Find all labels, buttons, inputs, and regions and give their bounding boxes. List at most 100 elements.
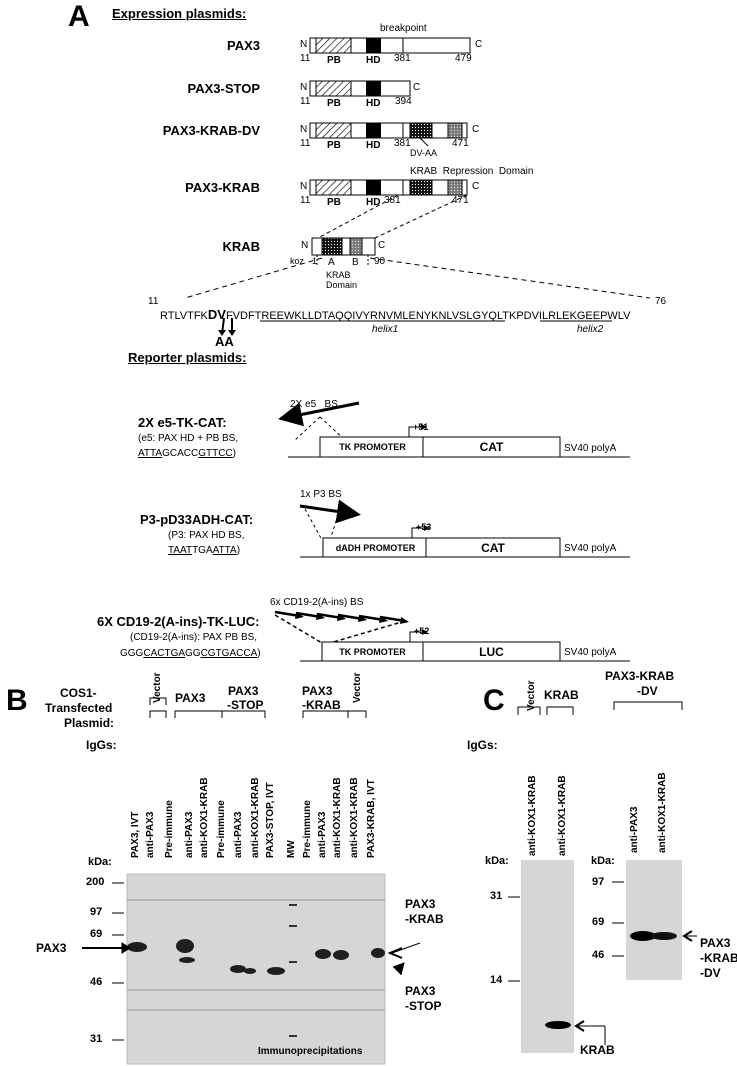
reporter-2x-e5-diagram (278, 401, 630, 458)
krab-domain-label-2: Domain (326, 280, 358, 290)
helix2-label: helix2 (577, 324, 604, 335)
sequence-annotations (218, 317, 612, 336)
marker-c-69: 69 (592, 916, 605, 928)
construct-pax3-krab-dv-name: PAX3-KRAB-DV (162, 123, 260, 138)
b-label: B (352, 257, 359, 268)
seq-mid1: FVDFT (225, 310, 262, 322)
a-label: A (328, 257, 335, 268)
group-c-pax3-krab-dv-2: -DV (637, 684, 658, 698)
n-label: N (300, 39, 308, 50)
igg-label-b: IgGs: (86, 738, 117, 752)
immunoprecipitations-label: Immunoprecipitations (258, 1046, 363, 1057)
reporter3-gene: LUC (479, 645, 504, 659)
reporter1-promoter: TK PROMOTER (339, 442, 406, 452)
hd-label: HD (366, 140, 381, 151)
pb-label: PB (327, 140, 341, 151)
construct-pax3-stop-diagram (309, 80, 411, 97)
pos-381: 381 (394, 53, 411, 64)
lane-b-7: anti-PAX3 (233, 811, 244, 859)
panel-c-letter: C (483, 684, 505, 717)
group-pax3-stop-2: -STOP (227, 698, 264, 712)
start-label: 11 (300, 96, 311, 107)
reporter2-title: P3-pD33ADH-CAT: (140, 512, 254, 527)
lane-c-3: anti-PAX3 (629, 806, 640, 854)
transfected-label-2: Transfected (45, 701, 113, 715)
group-c-krab: KRAB (544, 688, 579, 702)
lane-b-8: anti-KOX1-KRAB (250, 777, 261, 858)
pax3-krab-band-label-2: -KRAB (405, 912, 444, 926)
lane-b-9: PAX3-STOP, IVT (265, 782, 276, 858)
marker-b-200: 200 (86, 876, 105, 888)
lane-b-13: anti-KOX1-KRAB (332, 777, 343, 858)
pax3-band-label: PAX3 (36, 941, 67, 955)
reporter3-sub1: (CD19-2(A-ins): PAX PB BS, (130, 632, 258, 643)
reporter1-gene: CAT (479, 440, 504, 454)
lane-b-4: anti-PAX3 (184, 811, 195, 859)
pax3-krab-dv-label-3: -DV (700, 966, 721, 980)
krab-domain-label-1: KRAB (326, 270, 351, 280)
gel-b (126, 873, 386, 1065)
construct-pax3-stop-name: PAX3-STOP (187, 81, 260, 96)
sequence-line: RTLVTFKDVFVDFTREEWKLLDTAQQIVYRNVMLENYKNL… (160, 307, 630, 322)
lane-b-15: PAX3-KRAB, IVT (366, 779, 377, 858)
group-c-pax3-krab-dv-1: PAX3-KRAB (605, 669, 675, 683)
panel-c-brackets (517, 701, 683, 715)
lane-b-6: Pre-immune (216, 800, 227, 858)
pos-381: 381 (384, 195, 401, 206)
construct-krab-name: KRAB (222, 239, 260, 254)
pax3-krab-dv-label-1: PAX3 (700, 936, 731, 950)
lane-b-10: MW (286, 840, 297, 858)
seq-post: PWLV (600, 310, 631, 322)
reporter2-polya: SV40 polyA (564, 543, 617, 554)
group-c-vector: Vector (526, 680, 537, 711)
reporter3-sub2: GGGCACTGAGGCGTGACCA) (120, 648, 261, 659)
reporter-plasmids-title: Reporter plasmids: (128, 350, 247, 365)
gel-b-ticks (82, 882, 421, 1041)
lane-b-1: PAX3, IVT (130, 811, 141, 859)
seq-end: 76 (655, 296, 667, 307)
start-label: 11 (300, 195, 311, 206)
lane-c-4: anti-KOX1-KRAB (657, 772, 668, 853)
marker-c-46: 46 (592, 949, 605, 961)
reporter1-bs-label: 2X e5 BS (290, 399, 338, 410)
end-90-label: 90 (374, 256, 386, 267)
reporter2-promoter: dADH PROMOTER (335, 543, 416, 553)
transfected-label-1: COS1- (60, 686, 97, 700)
panel-b-brackets (149, 697, 367, 718)
helix1-label: helix1 (372, 324, 399, 335)
group-pax3-stop-1: PAX3 (228, 684, 259, 698)
lane-b-5: anti-KOX1-KRAB (199, 777, 210, 858)
seq-dv: DV (207, 307, 226, 322)
pax3-stop-band-label-1: PAX3 (405, 984, 436, 998)
transfected-label-3: Plasmid: (64, 716, 115, 730)
c-label: C (378, 240, 386, 251)
lane-c-2: anti-KOX1-KRAB (557, 775, 568, 856)
hd-label: HD (366, 98, 381, 109)
one-label: 1 (312, 256, 318, 266)
igg-label-c: IgGs: (467, 738, 498, 752)
marker-b-31: 31 (90, 1033, 103, 1045)
pb-label: PB (327, 197, 341, 208)
reporter2-pos: +53 (416, 522, 432, 532)
end-label: 394 (395, 96, 412, 107)
pb-label: PB (327, 55, 341, 66)
reporter-p3-diagram (299, 499, 630, 558)
c-label: C (472, 124, 480, 135)
pb-label: PB (327, 98, 341, 109)
seq-aa: AA (215, 334, 234, 349)
marker-b-97: 97 (90, 906, 103, 918)
group-pax3-krab-2: -KRAB (302, 698, 341, 712)
group-vector-2: Vector (352, 672, 363, 703)
reporter1-title: 2X e5-TK-CAT: (138, 415, 227, 430)
reporter3-promoter: TK PROMOTER (339, 647, 406, 657)
reporter2-bs-label: 1x P3 BS (300, 489, 342, 500)
seq-helix2: DVILRLEKGEE (523, 310, 601, 322)
construct-krab-diagram (184, 237, 651, 299)
marker-b-46: 46 (90, 976, 103, 988)
reporter2-sub1: (P3: PAX HD BS, (168, 530, 245, 541)
lane-b-3: Pre-immune (164, 800, 175, 858)
end-label: 479 (455, 53, 472, 64)
pos-381: 381 (394, 138, 411, 149)
start-label: 11 (300, 53, 311, 64)
